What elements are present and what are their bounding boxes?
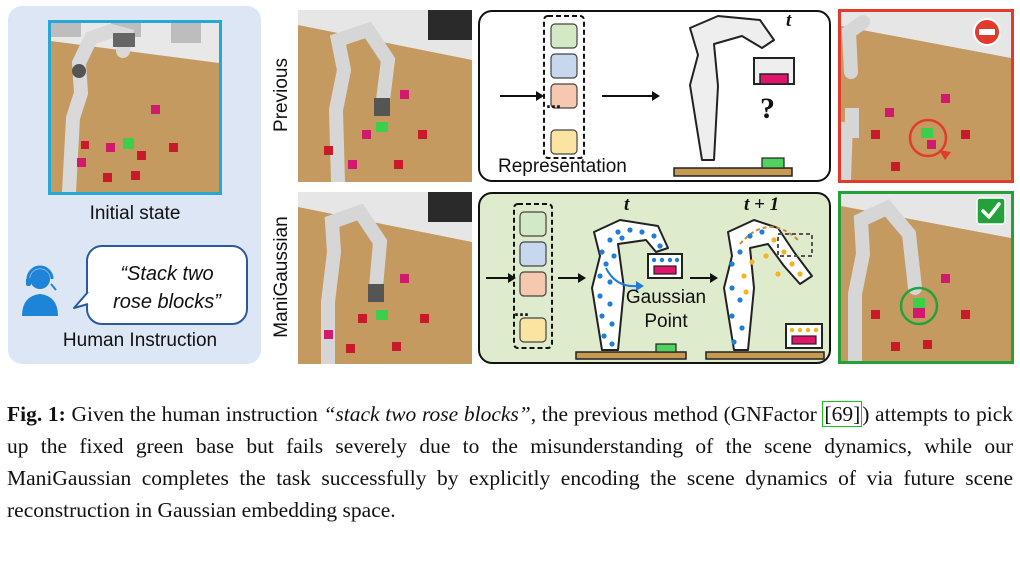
- instruction-line-2: rose blocks”: [113, 291, 221, 313]
- instruction-line-1: “Stack two: [120, 263, 214, 285]
- bubble-tail: [73, 292, 89, 309]
- caption-text-1: Given the human instruction: [65, 402, 324, 426]
- gaussian-label-line-2: Point: [644, 311, 688, 332]
- initial-state-label: Initial state: [89, 203, 181, 224]
- gaussian-label-line-1: Gaussian: [625, 287, 707, 308]
- representation-label: Representation: [498, 156, 627, 177]
- mani-time-label-t-plus-1: t + 1: [744, 194, 780, 215]
- caption-italic-instruction: “stack two rose blocks”: [323, 402, 531, 426]
- caption-text-3: ) attempts to pick up the fixed green ba…: [7, 402, 1013, 522]
- gaussian-point-label: Gaussian Point: [620, 286, 712, 334]
- checkmark-icon: [976, 197, 1006, 225]
- row-label-previous: Previous: [271, 58, 292, 132]
- mani-time-label-t: t: [624, 194, 630, 215]
- citation-link[interactable]: [69]: [822, 401, 863, 427]
- figure-caption: Fig. 1: Given the human instruction “sta…: [7, 398, 1013, 526]
- instruction-text: “Stack two rose blocks”: [86, 260, 248, 316]
- previous-scene-image: [298, 10, 472, 182]
- caption-text-2: , the previous method (GNFactor: [530, 402, 823, 426]
- previous-diagram-graphics: [500, 15, 795, 177]
- previous-ellipsis: ...: [546, 92, 562, 112]
- previous-time-label: t: [786, 10, 792, 31]
- question-mark: ?: [760, 92, 775, 125]
- instruction-speech-bubble: [86, 245, 248, 325]
- user-headset-icon: [18, 262, 68, 322]
- minus-circle-icon: [972, 17, 1002, 47]
- manigaussian-scene-image: [298, 192, 472, 364]
- initial-state-image: [48, 20, 222, 195]
- row-label-manigaussian: ManiGaussian: [271, 216, 292, 338]
- manigaussian-diagram-graphics: [486, 203, 825, 360]
- human-instruction-label: Human Instruction: [62, 330, 218, 351]
- mani-ellipsis: ...: [514, 300, 530, 320]
- caption-label: Fig. 1:: [7, 402, 66, 426]
